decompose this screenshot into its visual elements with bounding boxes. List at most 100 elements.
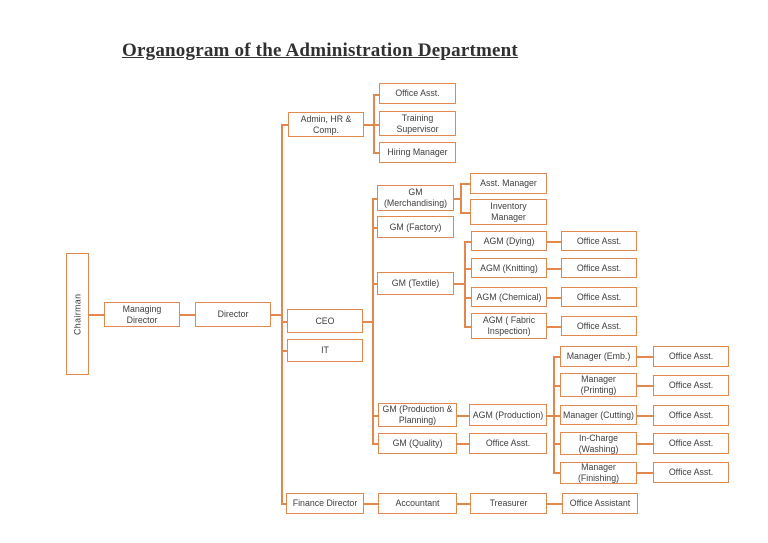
connector-h-line	[460, 183, 470, 185]
node-label-chairman: Chairman	[72, 293, 83, 335]
connector-h-line	[547, 241, 561, 243]
connector-h-line	[363, 321, 373, 323]
connector-h-line	[547, 297, 561, 299]
node-label-office-asst-admin: Office Asst.	[395, 88, 440, 99]
node-manager-cutting: Manager (Cutting)	[560, 405, 637, 425]
node-label-managing-director: Managing Director	[122, 303, 162, 325]
node-label-office-asst-emb: Office Asst.	[668, 351, 714, 362]
node-gm-merchandising: GM (Merchandising)	[377, 185, 454, 211]
node-label-manager-emb: Manager (Emb.)	[566, 351, 631, 362]
connector-h-line	[454, 198, 461, 200]
node-label-gm-factory: GM (Factory)	[389, 221, 442, 232]
node-label-manager-finishing: Manager (Finishing)	[577, 462, 620, 483]
node-office-asst-chemical: Office Asst.	[561, 287, 637, 307]
connector-h-line	[372, 227, 377, 229]
connector-h-line	[637, 356, 653, 358]
connector-v-line	[553, 356, 555, 472]
connector-h-line	[464, 297, 471, 299]
node-gm-factory: GM (Factory)	[377, 216, 454, 238]
node-office-asst-emb: Office Asst.	[653, 346, 729, 367]
page-title: Organogram of the Administration Departm…	[122, 40, 518, 61]
connector-v-line	[464, 241, 466, 326]
node-finance-director: Finance Director	[286, 493, 364, 514]
connector-h-line	[373, 124, 379, 126]
connector-h-line	[547, 268, 561, 270]
node-label-treasurer: Treasurer	[489, 498, 528, 509]
connector-h-line	[457, 415, 469, 417]
node-label-accountant: Accountant	[395, 498, 440, 509]
node-agm-fabric-inspection: AGM ( Fabric Inspection)	[471, 313, 547, 339]
connector-h-line	[547, 415, 554, 417]
node-agm-dying: AGM (Dying)	[471, 231, 547, 251]
node-managing-director: Managing Director	[104, 302, 180, 327]
connector-h-line	[464, 268, 471, 270]
node-incharge-washing: In-Charge (Washing)	[560, 432, 637, 455]
connector-h-line	[271, 314, 282, 316]
connector-h-line	[281, 350, 287, 352]
connector-h-line	[464, 326, 471, 328]
node-manager-emb: Manager (Emb.)	[560, 346, 637, 367]
connector-h-line	[281, 503, 286, 505]
connector-v-line	[460, 183, 462, 212]
node-label-office-asst-chemical: Office Asst.	[576, 291, 622, 302]
node-label-incharge-washing: In-Charge (Washing)	[578, 432, 619, 454]
node-asst-manager: Asst. Manager	[470, 173, 547, 194]
connector-h-line	[547, 503, 562, 505]
node-agm-knitting: AGM (Knitting)	[471, 258, 547, 278]
connector-h-line	[180, 314, 195, 316]
node-label-asst-manager: Asst. Manager	[480, 178, 537, 189]
node-label-office-assistant-finance: Office Assistant	[569, 498, 631, 509]
node-gm-quality: GM (Quality)	[378, 433, 457, 454]
node-label-admin-hr-comp: Admin, HR & Comp.	[300, 113, 352, 135]
node-label-it: IT	[321, 345, 329, 356]
connector-h-line	[553, 415, 560, 417]
node-hiring-manager: Hiring Manager	[379, 142, 456, 163]
node-training-supervisor: Training Supervisor	[379, 111, 456, 136]
connector-h-line	[553, 356, 560, 358]
node-chairman: Chairman	[66, 253, 89, 375]
node-label-office-asst-quality: Office Asst.	[485, 438, 531, 449]
connector-v-line	[373, 94, 375, 152]
connector-h-line	[637, 415, 653, 417]
node-label-manager-cutting: Manager (Cutting)	[563, 409, 634, 420]
node-label-training-supervisor: Training Supervisor	[396, 112, 439, 134]
connector-h-line	[547, 326, 561, 328]
node-label-agm-knitting: AGM (Knitting)	[480, 262, 538, 273]
node-label-gm-production-planning: GM (Production & Planning)	[382, 404, 453, 425]
node-office-assistant-finance: Office Assistant	[562, 493, 638, 514]
node-label-manager-printing: Manager (Printing)	[580, 374, 617, 395]
connector-h-line	[372, 283, 377, 285]
node-office-asst-dying: Office Asst.	[561, 231, 637, 251]
node-agm-chemical: AGM (Chemical)	[471, 287, 547, 307]
node-label-director: Director	[217, 309, 249, 320]
node-admin-hr-comp: Admin, HR & Comp.	[288, 112, 364, 137]
node-label-gm-quality: GM (Quality)	[392, 438, 443, 449]
connector-h-line	[372, 415, 378, 417]
node-office-asst-quality: Office Asst.	[469, 433, 547, 454]
connector-v-line	[281, 124, 283, 503]
node-office-asst-cutting: Office Asst.	[653, 405, 729, 426]
node-label-ceo: CEO	[315, 315, 335, 326]
connector-h-line	[281, 321, 287, 323]
node-director: Director	[195, 302, 271, 327]
node-office-asst-admin: Office Asst.	[379, 83, 456, 104]
connector-h-line	[457, 443, 469, 445]
node-inventory-manager: Inventory Manager	[470, 199, 547, 225]
node-label-agm-production: AGM (Production)	[472, 409, 544, 420]
node-label-office-asst-printing: Office Asst.	[668, 380, 714, 391]
node-agm-production: AGM (Production)	[469, 404, 547, 426]
connector-h-line	[457, 503, 470, 505]
connector-h-line	[460, 212, 470, 214]
connector-v-line	[372, 198, 374, 443]
connector-h-line	[553, 472, 560, 474]
connector-h-line	[372, 443, 378, 445]
connector-h-line	[637, 443, 653, 445]
node-accountant: Accountant	[378, 493, 457, 514]
node-label-office-asst-dying: Office Asst.	[576, 235, 622, 246]
node-label-agm-fabric-inspection: AGM ( Fabric Inspection)	[482, 315, 536, 336]
node-office-asst-fabric: Office Asst.	[561, 316, 637, 336]
connector-h-line	[372, 198, 377, 200]
node-gm-production-planning: GM (Production & Planning)	[378, 403, 457, 427]
connector-h-line	[454, 283, 465, 285]
connector-h-line	[637, 472, 653, 474]
